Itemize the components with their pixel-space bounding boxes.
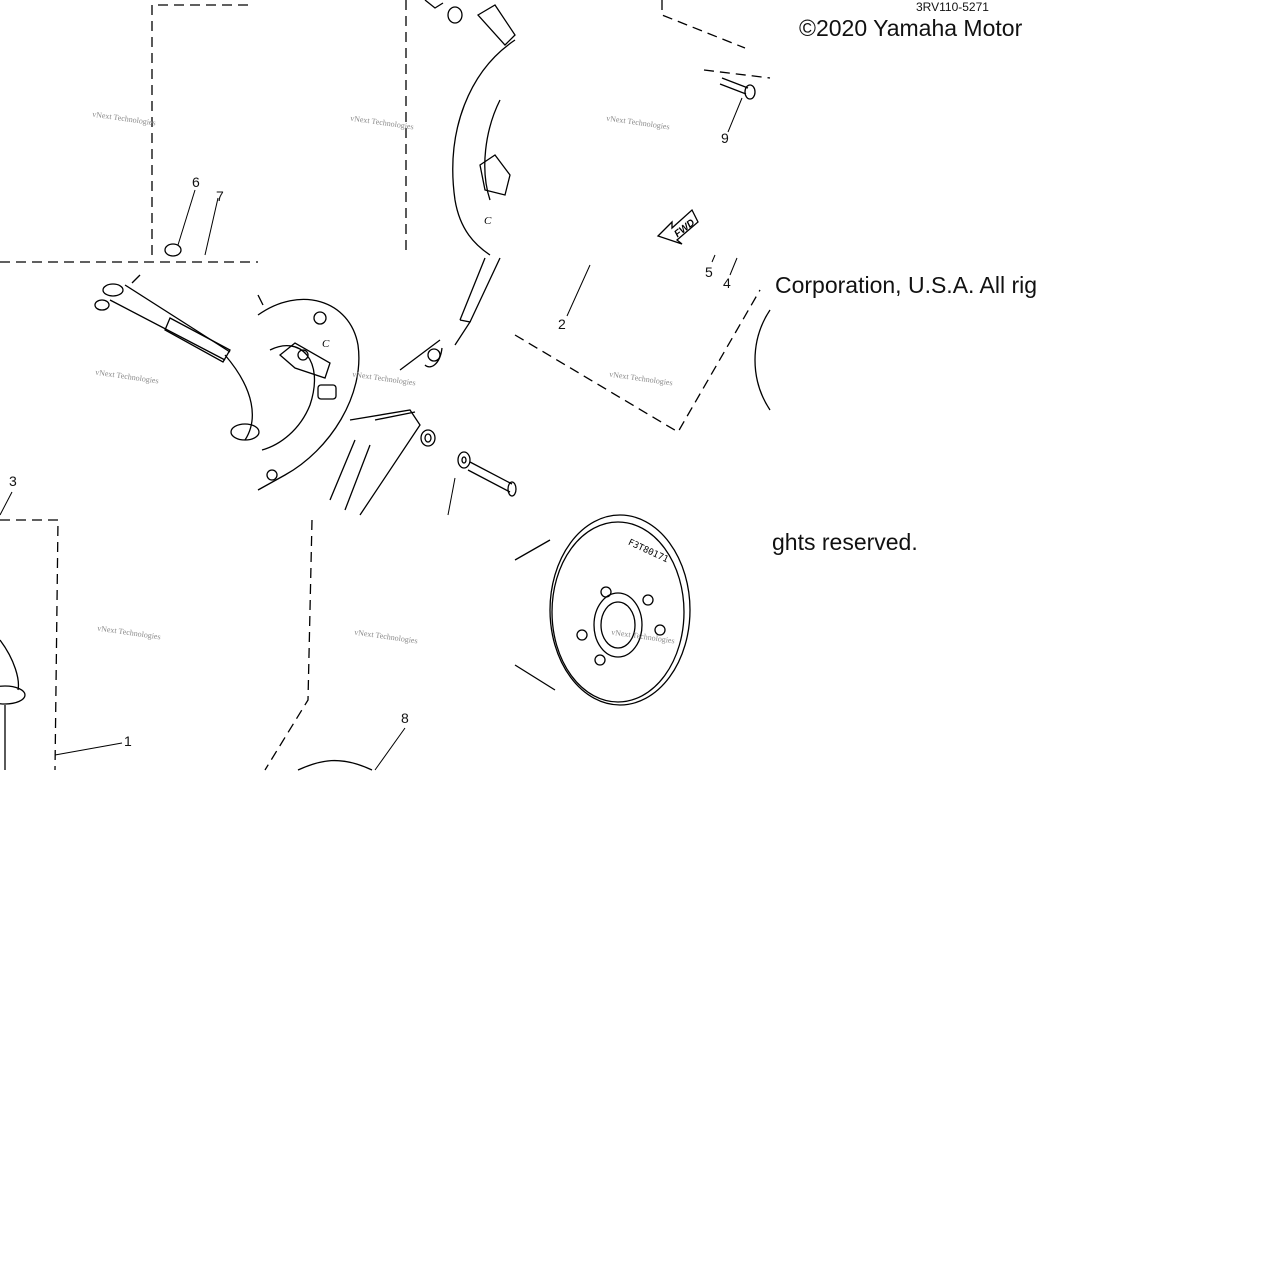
cover-arc bbox=[297, 759, 373, 771]
copyright-line-3: ghts reserved. bbox=[772, 529, 918, 555]
bolt-9 bbox=[719, 77, 756, 100]
blank-lower-area bbox=[0, 772, 1285, 1285]
callout-1: 1 bbox=[124, 733, 132, 749]
tile-gap bbox=[258, 0, 406, 40]
callout-5: 5 bbox=[705, 264, 713, 280]
grommet bbox=[0, 639, 26, 770]
callout-2: 2 bbox=[558, 316, 566, 332]
pulser-coil bbox=[278, 342, 337, 400]
copyright-line-2: Corporation, U.S.A. All rig bbox=[775, 272, 1038, 298]
plate-letter: C bbox=[322, 338, 330, 350]
wire-lead bbox=[399, 257, 501, 371]
rotor-stamp: F3T80171 bbox=[626, 538, 670, 565]
bolt-lower bbox=[467, 461, 517, 497]
mounting-bracket bbox=[424, 0, 516, 46]
screw-6 bbox=[164, 243, 182, 257]
flywheel-outline bbox=[452, 39, 771, 411]
callout-leaders bbox=[0, 97, 743, 771]
part-code: 3RV110-5271 bbox=[916, 0, 989, 14]
flywheel-rotor bbox=[514, 514, 691, 706]
plate-letter-upper: C bbox=[484, 215, 492, 227]
fwd-label: FWD bbox=[672, 217, 697, 240]
blank-right-area bbox=[1030, 0, 1285, 772]
tile-gap bbox=[772, 300, 1032, 430]
callout-7: 7 bbox=[216, 188, 224, 204]
stator-plate bbox=[257, 294, 360, 491]
callout-6: 6 bbox=[192, 174, 200, 190]
callout-8: 8 bbox=[401, 710, 409, 726]
wire-harness bbox=[94, 274, 260, 441]
washers bbox=[420, 429, 471, 469]
charging-coil bbox=[329, 409, 421, 516]
callout-3: 3 bbox=[9, 473, 17, 489]
dashed-assembly-boundary bbox=[0, 0, 771, 771]
callout-4: 4 bbox=[723, 275, 731, 291]
copyright-line-1: ©2020 Yamaha Motor bbox=[799, 15, 1023, 41]
callout-9: 9 bbox=[721, 130, 729, 146]
fwd-direction-arrow bbox=[656, 208, 699, 245]
